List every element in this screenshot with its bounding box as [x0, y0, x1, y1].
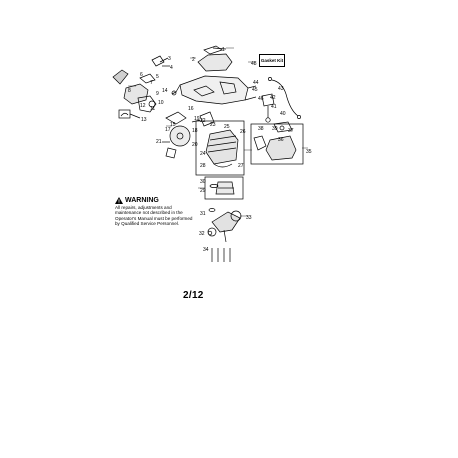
warning-title: WARNING	[125, 197, 159, 204]
engine-housing-part	[175, 75, 257, 105]
flywheel-part	[162, 90, 215, 159]
callout-35: 35	[306, 149, 312, 155]
warning-body: All repairs, adjustments and maintenance…	[115, 205, 193, 226]
callout-16: 16	[188, 106, 194, 112]
callout-39: 39	[272, 126, 278, 132]
callout-45: 45	[252, 87, 258, 93]
callout-41: 41	[271, 104, 277, 110]
callout-43: 43	[278, 86, 284, 92]
warning-triangle-icon	[115, 197, 123, 204]
callout-36: 36	[278, 137, 284, 143]
callout-13: 13	[141, 117, 147, 123]
callout-23: 23	[210, 122, 216, 128]
callout-14: 14	[162, 88, 168, 94]
callout-17: 17	[165, 127, 171, 133]
callout-40: 40	[280, 111, 286, 117]
callout-11: 11	[150, 106, 155, 112]
callout-44: 44	[253, 80, 259, 86]
page-number: 2/12	[183, 290, 204, 301]
gasket-kit-label: Gasket Kit	[259, 54, 285, 67]
callout-15: 15	[170, 122, 176, 128]
callout-1: 1	[222, 47, 225, 53]
top-cover-part	[197, 45, 233, 72]
callout-20: 20	[192, 142, 198, 148]
callout-3: 3	[168, 56, 171, 62]
callout-7: 7	[150, 80, 153, 86]
callout-4: 4	[170, 65, 173, 71]
callout-48: 48	[251, 61, 257, 67]
piston-box	[204, 176, 244, 200]
callout-18: 18	[192, 128, 198, 134]
callout-24: 24	[200, 151, 206, 157]
callout-31: 31	[200, 211, 206, 217]
callout-10: 10	[158, 100, 164, 106]
callout-8: 8	[128, 88, 131, 94]
warning-notice: WARNING All repairs, adjustments and mai…	[115, 197, 195, 226]
callout-30: 30	[200, 179, 206, 185]
cylinder-kit-box	[195, 120, 245, 176]
gasket-kit-box	[250, 121, 304, 165]
callout-33: 33	[246, 215, 252, 221]
callout-9: 9	[156, 91, 159, 97]
callout-38: 38	[258, 126, 264, 132]
callout-32: 32	[199, 231, 205, 237]
callout-26: 26	[240, 129, 246, 135]
callout-34: 34	[203, 247, 209, 253]
callout-5: 5	[156, 74, 159, 80]
callout-46: 46	[258, 96, 264, 102]
carburetor-assembly-part	[112, 55, 170, 119]
callout-37: 37	[288, 128, 294, 134]
warning-heading: WARNING	[115, 197, 195, 204]
callout-6: 6	[140, 72, 143, 78]
callout-12: 12	[140, 103, 146, 109]
callout-2: 2	[192, 57, 195, 63]
callout-21: 21	[156, 139, 162, 145]
callout-42: 42	[270, 95, 276, 101]
callout-29: 29	[200, 188, 206, 194]
fuel-line-part	[261, 77, 301, 123]
callout-25: 25	[224, 124, 230, 130]
callout-numbers: 1 2 3 4 5 6 7 8 9 10 11 12 13 14 15 16 1…	[128, 47, 312, 253]
leader-lines	[128, 47, 308, 217]
callout-19: 19	[194, 116, 200, 122]
callout-22: 22	[200, 118, 206, 124]
callout-28: 28	[200, 163, 206, 169]
crankshaft-part	[207, 208, 242, 262]
callout-27: 27	[238, 163, 244, 169]
